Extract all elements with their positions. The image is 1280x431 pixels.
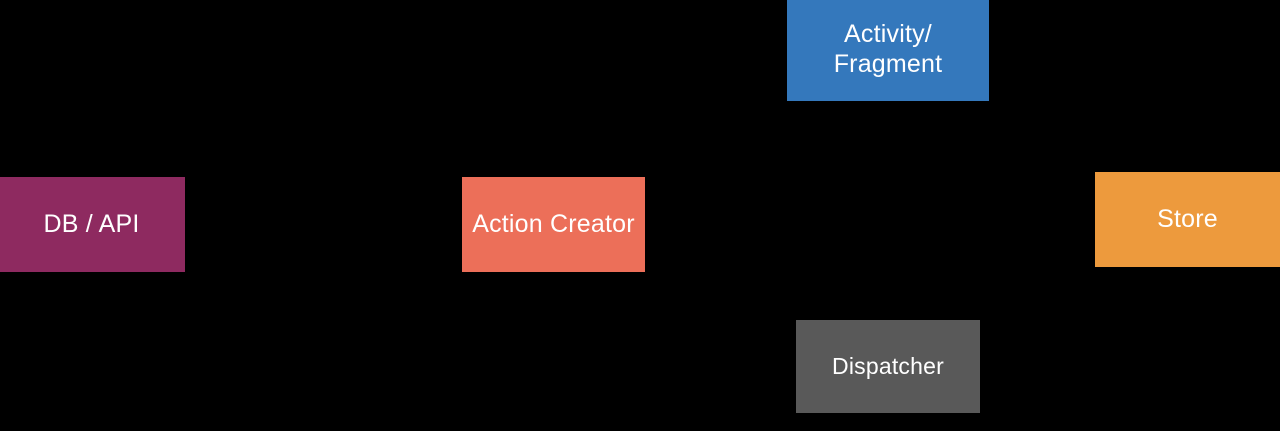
node-dispatcher-label: Dispatcher xyxy=(832,352,944,379)
node-db-api[interactable]: DB / API xyxy=(0,177,185,272)
node-db-api-label: DB / API xyxy=(43,209,140,238)
node-action-creator-label: Action Creator xyxy=(472,209,635,238)
node-dispatcher[interactable]: Dispatcher xyxy=(796,320,980,413)
node-activity-fragment-label: Activity/ Fragment xyxy=(833,20,943,78)
node-action-creator[interactable]: Action Creator xyxy=(462,177,645,272)
node-store[interactable]: Store xyxy=(1095,172,1280,267)
node-activity-fragment[interactable]: Activity/ Fragment xyxy=(787,0,989,101)
node-store-label: Store xyxy=(1157,204,1218,233)
